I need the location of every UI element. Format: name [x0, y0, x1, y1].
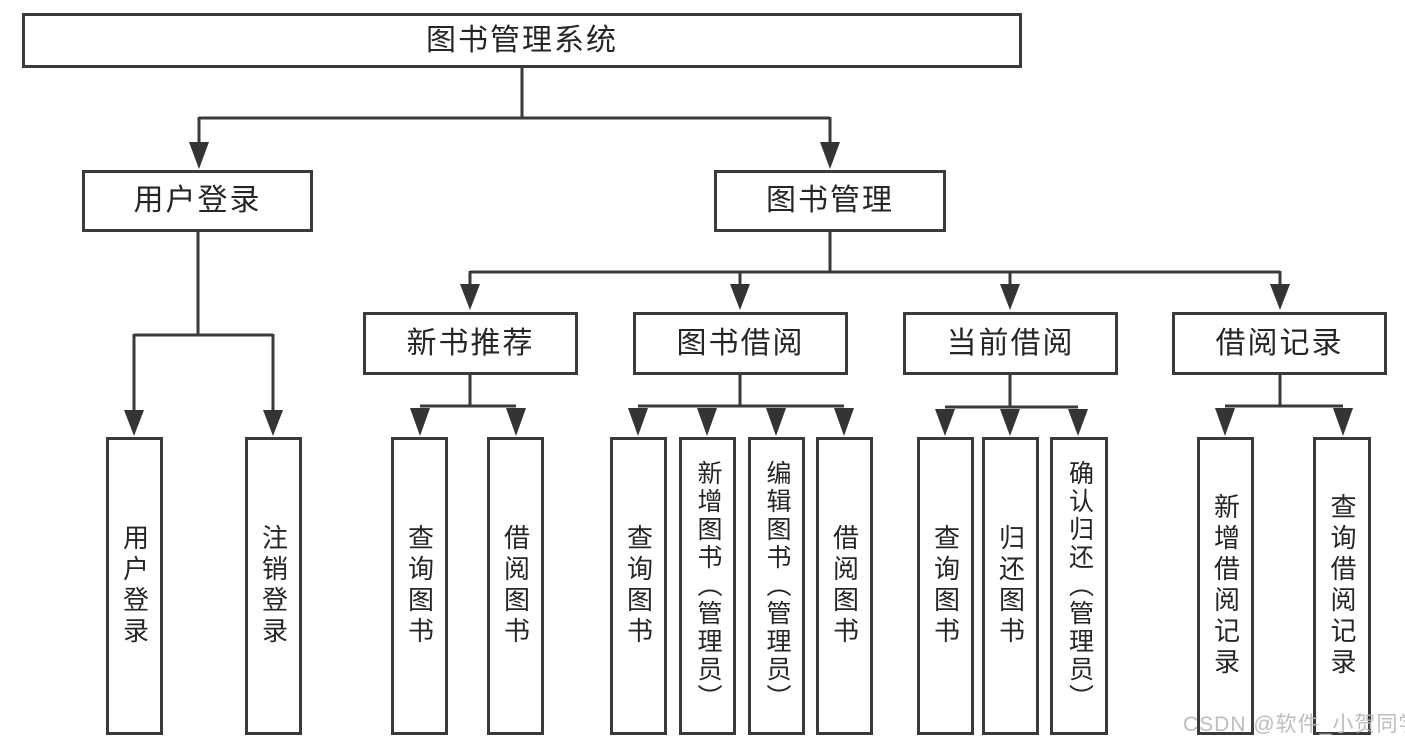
arrowheads — [124, 142, 1353, 436]
leaf-user-login: 用户登录 — [106, 437, 163, 735]
leaf-query-books-2: 查询图书 — [610, 437, 667, 735]
leaf-confirm-return-admin-label: 确认归还（管理员） — [1065, 460, 1094, 712]
leaf-query-books-1: 查询图书 — [391, 437, 448, 735]
leaf-query-books-3: 查询图书 — [917, 437, 974, 735]
node-root: 图书管理系统 — [22, 13, 1022, 68]
leaf-borrow-books-2: 借阅图书 — [816, 437, 873, 735]
leaf-add-books-admin: 新增图书（管理员） — [679, 437, 736, 735]
leaf-query-books-1-label: 查询图书 — [404, 524, 435, 648]
node-user-login: 用户登录 — [82, 170, 313, 232]
node-book-borrowing: 图书借阅 — [633, 312, 848, 375]
leaf-query-books-2-label: 查询图书 — [623, 524, 654, 648]
leaf-return-books: 归还图书 — [982, 437, 1039, 735]
node-new-book-recommend-label: 新书推荐 — [406, 326, 535, 360]
leaf-confirm-return-admin: 确认归还（管理员） — [1050, 437, 1108, 735]
leaf-edit-books-admin-label: 编辑图书（管理员） — [763, 460, 791, 712]
leaf-query-books-3-label: 查询图书 — [930, 524, 961, 648]
leaf-return-books-label: 归还图书 — [995, 524, 1026, 648]
csdn-watermark: CSDN @软件_小贺同学 — [1183, 713, 1405, 736]
node-root-label: 图书管理系统 — [426, 23, 618, 57]
leaf-add-borrow-record-label: 新增借阅记录 — [1210, 493, 1241, 679]
node-current-borrowing: 当前借阅 — [903, 312, 1118, 375]
leaf-query-borrow-record-label: 查询借阅记录 — [1327, 493, 1357, 679]
node-user-login-label: 用户登录 — [133, 184, 262, 217]
leaf-query-borrow-record: 查询借阅记录 — [1313, 437, 1371, 735]
node-current-borrowing-label: 当前借阅 — [946, 326, 1075, 360]
leaf-borrow-books-2-label: 借阅图书 — [829, 524, 860, 648]
node-new-book-recommend: 新书推荐 — [363, 312, 578, 375]
leaf-add-borrow-record: 新增借阅记录 — [1197, 437, 1254, 735]
leaf-user-login-label: 用户登录 — [119, 524, 150, 648]
node-book-management: 图书管理 — [714, 170, 946, 232]
leaf-borrow-books-1: 借阅图书 — [487, 437, 544, 735]
leaf-borrow-books-1-label: 借阅图书 — [500, 524, 531, 648]
node-borrowing-records-label: 借阅记录 — [1215, 326, 1344, 360]
leaf-logout: 注销登录 — [245, 437, 302, 735]
leaf-edit-books-admin: 编辑图书（管理员） — [748, 437, 805, 735]
node-borrowing-records: 借阅记录 — [1172, 312, 1387, 375]
node-book-management-label: 图书管理 — [766, 184, 894, 217]
leaf-logout-label: 注销登录 — [258, 524, 289, 648]
leaf-add-books-admin-label: 新增图书（管理员） — [694, 460, 722, 712]
node-book-borrowing-label: 图书借阅 — [676, 326, 805, 360]
